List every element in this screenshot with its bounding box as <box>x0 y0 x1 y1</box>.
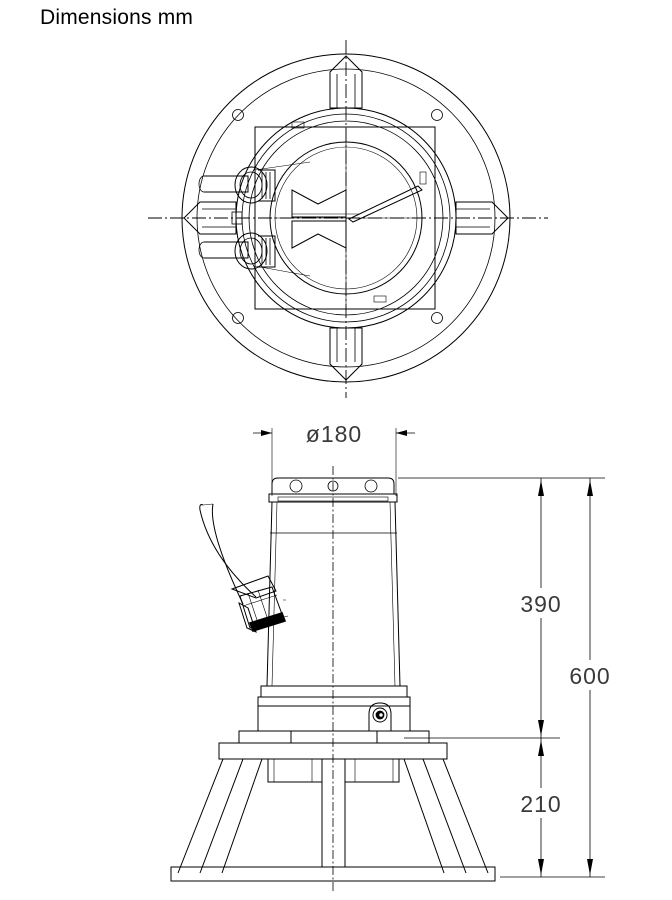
gland-rib <box>242 589 278 624</box>
dim-600-text-mask <box>562 660 620 690</box>
gland-flare <box>230 575 277 599</box>
stand-leg-outer-left <box>177 758 224 874</box>
cable-gland <box>230 575 289 633</box>
eye-bolt <box>368 702 392 732</box>
dim-210-text-mask <box>515 788 569 818</box>
stand-web-left <box>267 759 323 783</box>
gland-thread <box>261 172 271 199</box>
stand-web-right-inner <box>354 759 394 782</box>
page-title: Dimensions mm <box>40 6 194 29</box>
dim-600-label: 600 <box>569 663 610 689</box>
base-flange-riser-left <box>238 730 292 744</box>
cable <box>199 504 257 598</box>
cable-stub-lower <box>204 241 249 259</box>
motor-base-collar <box>260 685 408 698</box>
ring-clamp <box>373 295 387 303</box>
gland-nut <box>258 235 276 268</box>
cable-stub-lower-end <box>198 241 205 259</box>
alignment-arrow-left <box>183 201 237 235</box>
stand-legs <box>177 758 489 874</box>
alignment-arrow-top-rib <box>336 74 356 108</box>
alignment-arrow-right-rib <box>456 208 490 228</box>
dimensions-layer: ø180 390 210 <box>253 421 620 878</box>
dim-arrow-390-top <box>538 480 544 496</box>
dim-210: 210 <box>515 738 569 877</box>
motor-base-body <box>257 705 411 732</box>
dim-arrow-right <box>396 430 407 436</box>
stand-leg-right-c <box>403 758 445 874</box>
dim-diameter-label: ø180 <box>306 421 362 447</box>
dim-390: 390 <box>515 478 569 738</box>
motor-body <box>266 501 401 687</box>
gland-seal <box>248 612 287 632</box>
propeller-blade-upper <box>291 189 347 218</box>
bolt-hole <box>232 312 244 324</box>
cable-gland-upper <box>198 166 276 204</box>
cable-stub-upper <box>204 175 249 193</box>
gland-body <box>234 166 268 204</box>
stand-leg-outer-right <box>442 758 489 874</box>
ring-clamp <box>419 171 427 185</box>
motor-body-right-edge-inner <box>389 501 396 687</box>
dim-arrow-210-bottom <box>538 859 544 875</box>
gland-leader-upper <box>254 161 311 171</box>
propeller-blade-lower <box>291 220 347 249</box>
cable-tip <box>202 503 214 506</box>
stand-web-left-inner <box>273 759 313 782</box>
propeller-blade-right-trailing <box>348 185 423 223</box>
stand-leg-left-b <box>199 758 244 874</box>
alignment-arrow-bottom-rib <box>336 328 356 362</box>
dim-arrow-left <box>261 430 272 436</box>
stand-web-right <box>344 759 400 783</box>
top-view <box>148 40 548 398</box>
alignment-arrow-top <box>329 55 363 109</box>
alignment-arrow-left-rib <box>202 208 236 228</box>
dim-600: 600 <box>562 478 620 877</box>
eye-bolt-pin-center <box>378 712 384 718</box>
propeller-blades <box>291 185 423 249</box>
dim-390-label: 390 <box>520 591 561 617</box>
eye-bolt-hole <box>372 707 388 723</box>
gland-clamp <box>238 601 257 633</box>
gland-leader-lower <box>254 265 311 277</box>
dim-arrow-390-bottom <box>538 720 544 736</box>
bracket-hole-right <box>364 479 378 493</box>
dim-arrow-600-bottom <box>587 859 593 875</box>
ring-clamps <box>291 121 427 303</box>
stand-leg-right-b <box>422 758 467 874</box>
cable-outer-edge <box>211 503 244 605</box>
ring-clamp <box>291 121 305 129</box>
alignment-arrow-right <box>455 201 509 235</box>
cable-gland-lower <box>198 232 276 270</box>
bolt-hole <box>431 109 443 121</box>
cable-stub-upper-end <box>198 175 205 193</box>
dim-arrow-210-top <box>538 740 544 756</box>
gland-body <box>234 232 268 270</box>
bolt-hole <box>431 312 443 324</box>
bolt-holes <box>232 109 443 324</box>
gland-thread <box>261 238 271 265</box>
bolt-hole <box>232 109 244 121</box>
dim-390-text-mask <box>515 588 569 618</box>
lifting-bracket-holes <box>289 479 378 493</box>
stand-leg-left-c <box>221 758 263 874</box>
gland-to-body <box>283 599 289 618</box>
alignment-arrow-bottom <box>329 327 363 381</box>
dim-210-label: 210 <box>520 791 561 817</box>
side-view <box>170 466 496 893</box>
base-flange-riser-right <box>376 730 430 744</box>
eye-bolt-shackle <box>368 702 392 732</box>
bracket-hole-left <box>289 479 303 493</box>
gland-nut <box>258 169 276 202</box>
dim-diameter: ø180 <box>253 421 415 496</box>
dim-arrow-600-top <box>587 480 593 496</box>
